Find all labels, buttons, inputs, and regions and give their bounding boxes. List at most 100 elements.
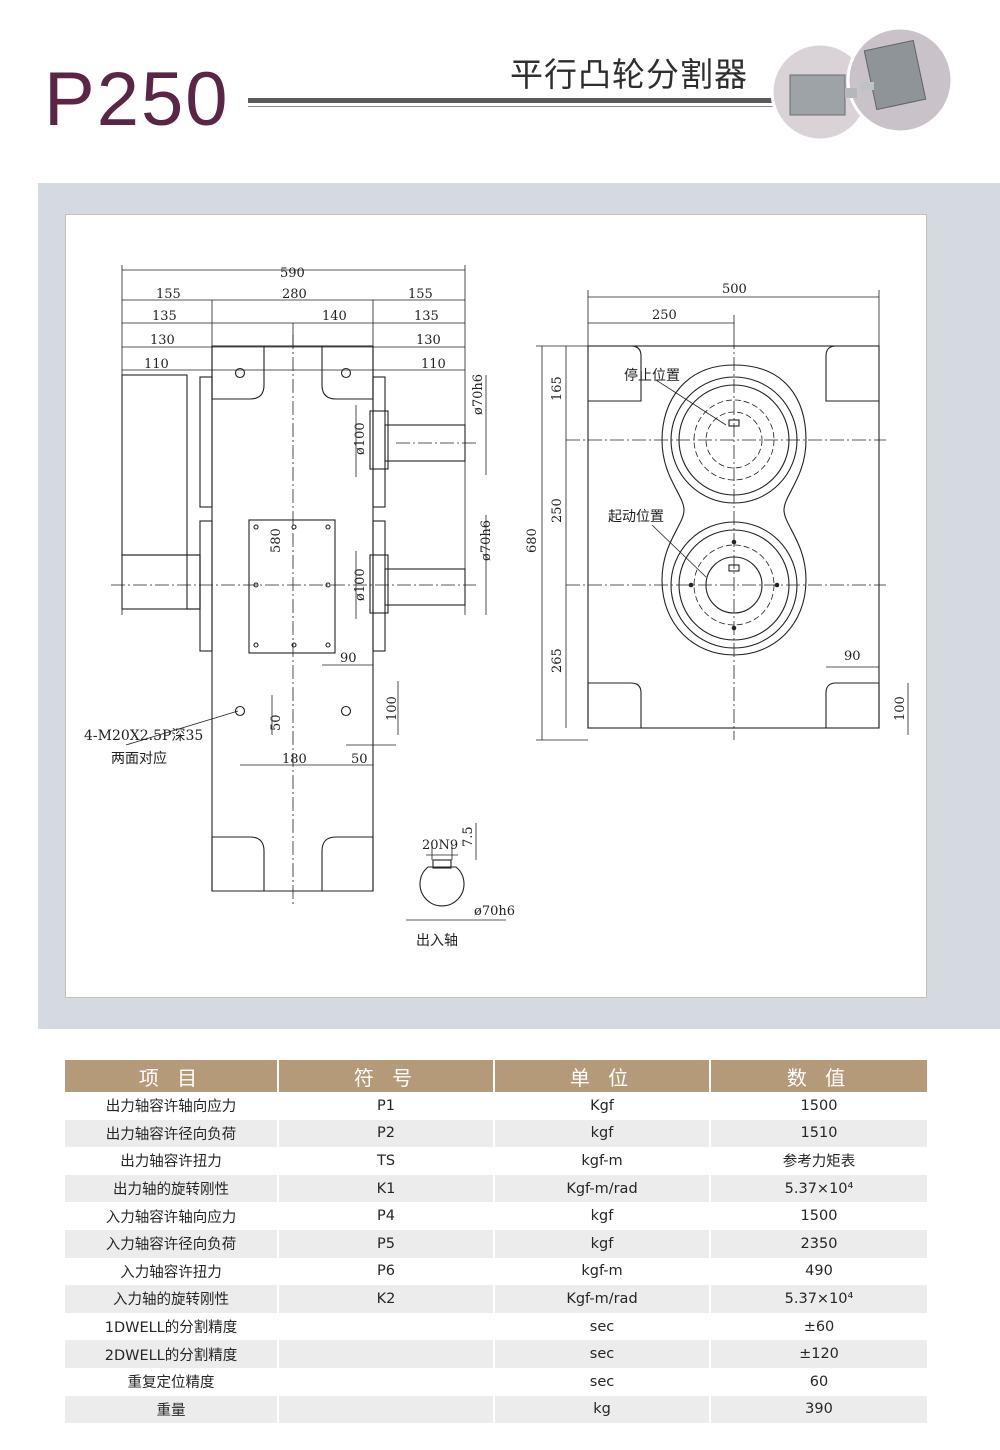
dim-155-left: 155: [156, 287, 181, 302]
title-rule-thin: [248, 106, 788, 107]
cell-symbol: P4: [279, 1202, 495, 1230]
product-name: 平行凸轮分割器: [510, 55, 748, 94]
dim-output-shaft-dia: ø70h6: [471, 374, 486, 415]
cell-item: 出力轴的旋转刚性: [65, 1174, 279, 1203]
dim-580: 580: [269, 528, 284, 553]
cell-item: 1DWELL的分割精度: [65, 1312, 279, 1341]
cell-value: ±120: [711, 1340, 927, 1368]
cell-value: ±60: [803, 1318, 835, 1335]
tapped-hole-note-sub: 两面对应: [111, 750, 167, 767]
dim-110-left: 110: [144, 357, 169, 372]
shaft-label: 出入轴: [416, 933, 458, 949]
dim-500: 500: [722, 282, 747, 297]
cell-unit: sec: [495, 1367, 711, 1396]
dim-250-horizontal: 250: [652, 308, 677, 323]
cell-unit: sec: [495, 1340, 711, 1368]
cell-item: 重复定位精度: [65, 1367, 279, 1396]
dim-110-right: 110: [421, 357, 446, 372]
table-row: 重复定位精度 sec 60: [65, 1367, 927, 1396]
dim-50-vertical: 50: [269, 714, 284, 731]
cell-item: 入力轴容许扭力: [65, 1257, 279, 1286]
dim-265: 265: [550, 648, 565, 673]
cell-value: 1500: [800, 1097, 838, 1114]
dim-165: 165: [550, 376, 565, 401]
cell-symbol: [279, 1367, 495, 1396]
dim-680: 680: [525, 528, 540, 553]
dim-155-right: 155: [408, 287, 433, 302]
shaft-detail-dimensions: 20N9 7.5 ø70h6 出入轴: [416, 826, 515, 949]
cell-value: 60: [809, 1373, 829, 1390]
dim-590: 590: [280, 266, 305, 281]
dim-key-depth: 7.5: [461, 826, 476, 847]
cell-item: 入力轴容许轴向应力: [65, 1202, 279, 1230]
table-row: 出力轴容许径向负荷 P2 kgf 1510: [65, 1119, 927, 1148]
header-value: 数 值: [711, 1060, 927, 1092]
cell-item: 出力轴容许轴向应力: [65, 1092, 279, 1120]
cell-unit: Kgf-m/rad: [495, 1285, 711, 1313]
front-view-dimensions: 590 155 280 155 135 140 135 130 130 110 …: [84, 266, 494, 767]
table-row: 出力轴的旋转刚性 K1 Kgf-m/rad 5.37×10⁴: [65, 1174, 927, 1203]
cell-item: 入力轴的旋转刚性: [65, 1285, 279, 1313]
cell-unit: kgf: [495, 1202, 711, 1230]
model-title: P250: [44, 57, 230, 142]
table-row: 入力轴容许扭力 P6 kgf-m 490: [65, 1257, 927, 1286]
cell-item: 入力轴容许径向负荷: [65, 1229, 279, 1258]
dim-135-right: 135: [414, 309, 439, 324]
table-row: 重量 kg 390: [65, 1395, 927, 1424]
dim-250-vertical: 250: [550, 498, 565, 523]
tapped-hole-note: 4-M20X2.5P深35: [84, 728, 203, 744]
dim-280: 280: [282, 287, 307, 302]
cell-value: 390: [711, 1395, 927, 1424]
dim-130-left: 130: [150, 333, 175, 348]
spec-table-header: 项 目 符 号 单 位 数 值: [65, 1060, 927, 1092]
side-view-dimensions: 500 250 165 250 680 265 90 100 停止位置 起动位置: [525, 282, 908, 721]
dim-135-left: 135: [152, 309, 177, 324]
dim-input-shaft-dia: ø70h6: [479, 520, 494, 561]
cell-item: 2DWELL的分割精度: [65, 1340, 279, 1368]
cell-value: 1500: [800, 1208, 838, 1225]
front-cover-plate: [248, 519, 336, 654]
cell-symbol: [279, 1312, 495, 1341]
table-row: 2DWELL的分割精度 sec ±120: [65, 1340, 927, 1368]
cell-unit: kgf: [495, 1119, 711, 1148]
table-row: 出力轴容许扭力 TS kgf-m 参考力矩表: [65, 1147, 927, 1175]
dim-shaft-diameter: ø70h6: [474, 904, 515, 919]
cell-value: 5.37×10⁴: [711, 1285, 927, 1313]
side-body-outline: [587, 345, 880, 729]
spec-table: 项 目 符 号 单 位 数 值 出力轴容许轴向应力 P1 Kgf 1500 出力…: [65, 1060, 927, 1424]
start-position-label: 起动位置: [608, 509, 664, 525]
stop-position-label: 停止位置: [624, 367, 680, 384]
cell-symbol: [279, 1395, 495, 1424]
header-unit: 单 位: [495, 1060, 711, 1092]
shaft-section: [419, 859, 465, 907]
cell-unit: kg: [495, 1395, 711, 1424]
cell-symbol: K2: [279, 1285, 495, 1313]
dim-180: 180: [282, 752, 307, 767]
table-row: 出力轴容许轴向应力 P1 Kgf 1500: [65, 1092, 927, 1120]
dim-key-width: 20N9: [422, 838, 458, 853]
cell-value: 1510: [711, 1119, 927, 1148]
dim-flange-dia-bottom: ø100: [353, 568, 368, 601]
cell-value: 5.37×10⁴: [711, 1174, 927, 1203]
cell-value: 参考力矩表: [782, 1154, 856, 1171]
cell-symbol: P2: [279, 1119, 495, 1148]
dim-90-front: 90: [340, 651, 357, 666]
product-photos: [770, 20, 960, 150]
cell-symbol: TS: [279, 1147, 495, 1175]
cell-item: 出力轴容许扭力: [65, 1147, 279, 1175]
cell-symbol: P6: [279, 1257, 495, 1286]
cell-symbol: [279, 1340, 495, 1368]
dim-100-front: 100: [385, 696, 400, 721]
table-row: 1DWELL的分割精度 sec ±60: [65, 1312, 927, 1341]
cell-unit: kgf-m: [495, 1257, 711, 1286]
cell-item: 重量: [65, 1395, 279, 1424]
cell-value: 490: [805, 1263, 833, 1280]
dim-100-side: 100: [893, 696, 908, 721]
header-symbol: 符 号: [279, 1060, 495, 1092]
cell-symbol: P1: [279, 1092, 495, 1120]
front-body-outline: [211, 345, 374, 892]
cell-value: 2350: [711, 1229, 927, 1258]
table-row: 入力轴容许轴向应力 P4 kgf 1500: [65, 1202, 927, 1230]
header-item: 项 目: [65, 1060, 279, 1092]
cell-unit: sec: [495, 1312, 711, 1341]
